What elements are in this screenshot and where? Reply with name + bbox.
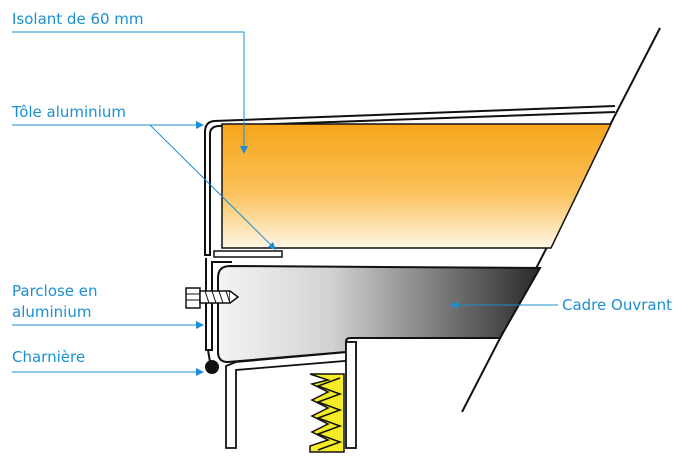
mineral-wool-zigzag: [315, 377, 343, 451]
parclose-profile: [205, 258, 232, 351]
arrow-tole-diag: [268, 242, 276, 250]
frame-profile: [217, 264, 542, 364]
label-charniere: Charnière: [12, 348, 85, 366]
label-isolant: Isolant de 60 mm: [12, 10, 144, 28]
vertical-rail: [345, 341, 357, 449]
arrow-parclose: [196, 321, 204, 329]
leader-isolant: [12, 31, 245, 148]
label-tole: Tôle aluminium: [11, 103, 126, 121]
mineral-wool: [309, 373, 345, 453]
hinge-icon: [205, 349, 219, 374]
arrow-charniere: [196, 368, 204, 376]
screw-icon: [185, 287, 240, 309]
insulation-block: [221, 123, 613, 249]
bottom-plate: [213, 250, 283, 258]
label-cadre: Cadre Ouvrant: [562, 296, 672, 314]
arrow-cadre: [450, 301, 458, 309]
label-parclose-line2: aluminium: [12, 303, 91, 321]
arrow-isolant: [240, 146, 248, 154]
label-parclose-line1: Parclose en: [12, 282, 98, 300]
arrow-tole: [196, 121, 204, 129]
aluminium-sheet: [204, 105, 616, 256]
leader-tole-diag: [149, 124, 273, 247]
